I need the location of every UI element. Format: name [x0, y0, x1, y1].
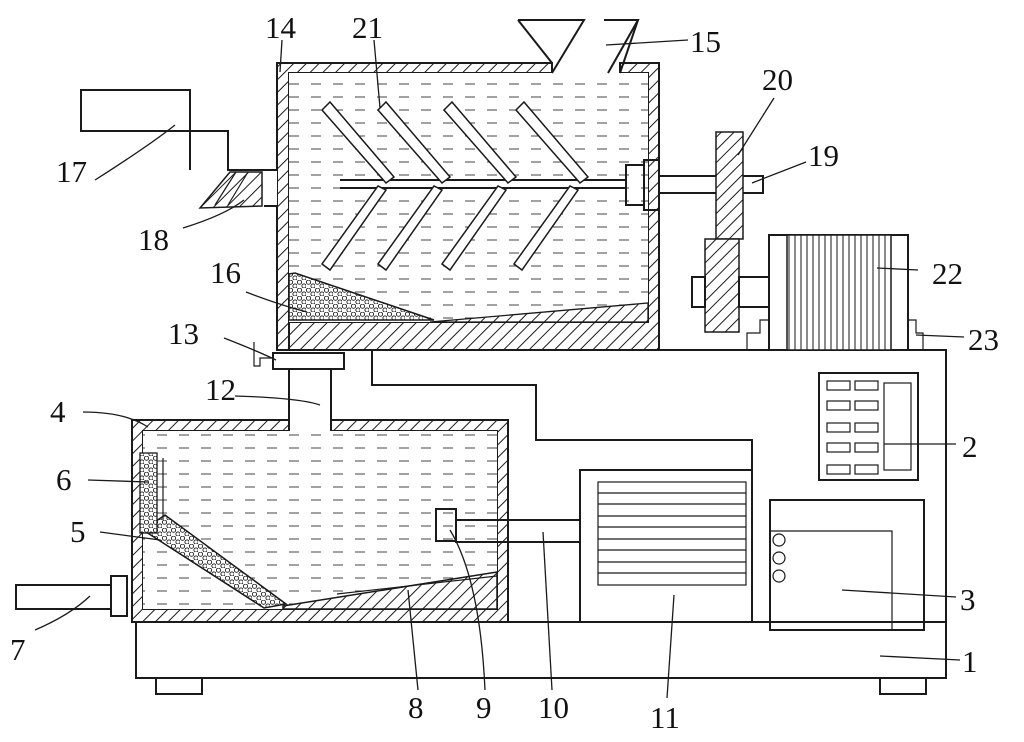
- label-7: 7: [10, 632, 26, 667]
- label-12: 12: [205, 372, 236, 407]
- lower-tank: [15, 419, 581, 623]
- storage-box: [769, 499, 925, 631]
- leader-lines: [34, 39, 965, 699]
- control-panel: [818, 372, 919, 481]
- pump-unit: [579, 469, 753, 623]
- label-9: 9: [476, 690, 492, 725]
- label-18: 18: [138, 222, 169, 257]
- label-4: 4: [50, 394, 66, 429]
- label-8: 8: [408, 690, 424, 725]
- label-22: 22: [932, 256, 963, 291]
- label-1: 1: [962, 644, 978, 679]
- label-10: 10: [538, 690, 569, 725]
- label-2: 2: [962, 429, 978, 464]
- base-frame: [135, 621, 947, 695]
- label-14: 14: [265, 10, 297, 45]
- upper-tank: [276, 19, 660, 351]
- label-5: 5: [70, 514, 86, 549]
- label-16: 16: [210, 255, 241, 290]
- label-13: 13: [168, 316, 199, 351]
- label-11: 11: [650, 700, 680, 735]
- label-15: 15: [690, 24, 721, 59]
- label-17: 17: [56, 154, 87, 189]
- discharge-chute: [80, 89, 277, 209]
- label-21: 21: [352, 10, 383, 45]
- label-3: 3: [960, 582, 976, 617]
- label-19: 19: [808, 138, 839, 173]
- connecting-pipe: [253, 342, 345, 431]
- label-20: 20: [762, 62, 793, 97]
- label-23: 23: [968, 322, 999, 357]
- reference-numerals: 1 2 3 4 5 6 7 8 9 10 11 12 13 14 15 16 1…: [10, 10, 999, 735]
- drive-train: [658, 131, 924, 351]
- label-6: 6: [56, 462, 72, 497]
